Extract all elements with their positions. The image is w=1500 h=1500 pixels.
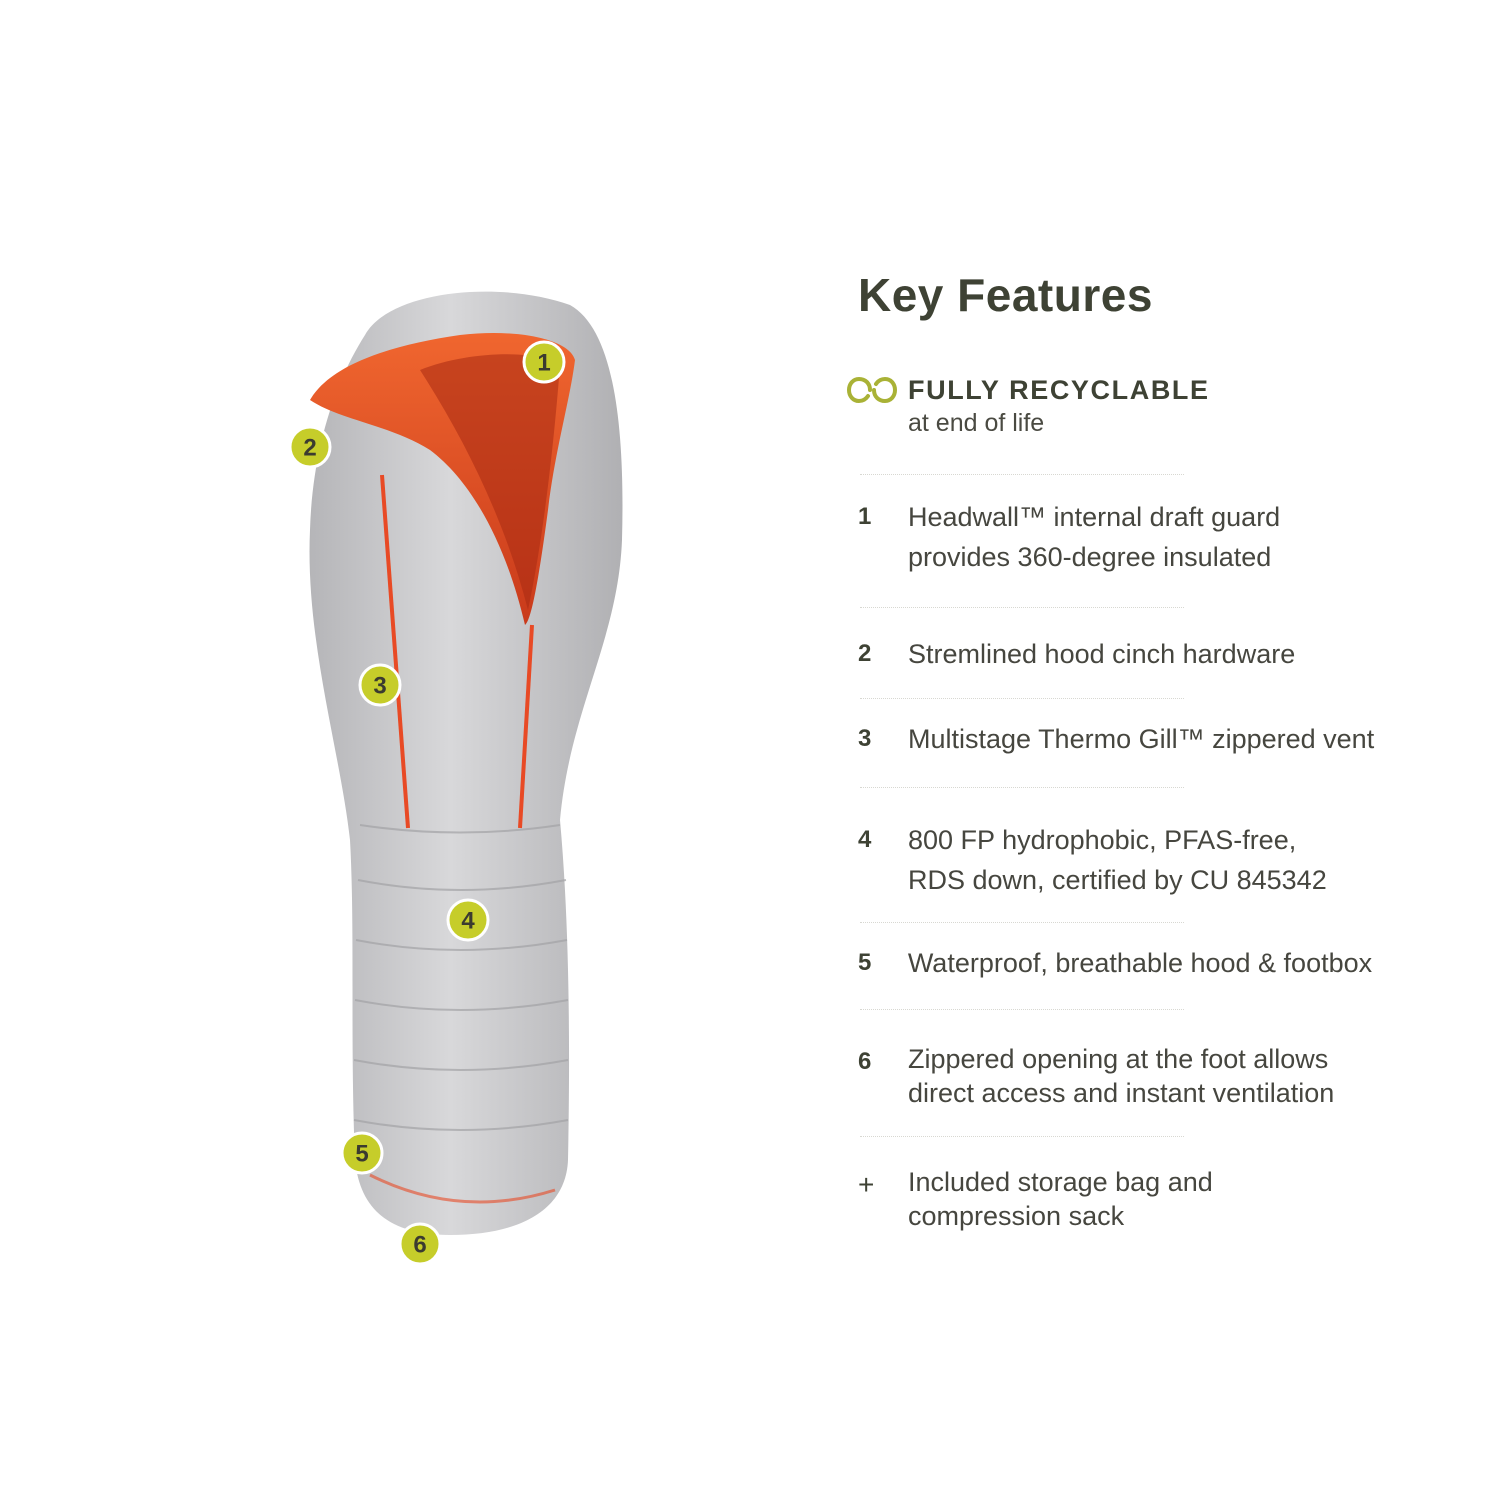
- feature-number: 6: [858, 1048, 872, 1075]
- feature-number: 4: [858, 826, 872, 853]
- feature-number: 1: [858, 503, 872, 530]
- callout-6: 6: [398, 1222, 442, 1266]
- center-zip: [518, 624, 534, 829]
- feature-line: provides 360-degree insulated: [908, 542, 1272, 572]
- recyclable-title: FULLY RECYCLABLE: [908, 375, 1210, 405]
- recyclable-row: FULLY RECYCLABLE at end of life: [846, 374, 1446, 440]
- sleeping-bag-illustration: 1 2 3 4 5 6: [288, 291, 623, 1266]
- feature-line: compression sack: [908, 1201, 1125, 1231]
- divider: [860, 922, 1184, 923]
- divider: [860, 698, 1184, 699]
- feature-number: 3: [858, 725, 872, 752]
- feature-item-5: 5 Waterproof, breathable hood & footbox: [858, 943, 1446, 983]
- feature-line: Stremlined hood cinch hardware: [908, 639, 1296, 669]
- svg-text:4: 4: [461, 908, 475, 935]
- sleeping-bag-image: 1 2 3 4 5 6: [270, 280, 660, 1280]
- feature-number: +: [858, 1169, 875, 1200]
- feature-number: 2: [858, 640, 872, 667]
- callout-3: 3: [358, 663, 402, 707]
- divider: [860, 1136, 1184, 1137]
- feature-line: RDS down, certified by CU 845342: [908, 865, 1327, 895]
- feature-line: 800 FP hydrophobic, PFAS-free,: [908, 825, 1297, 855]
- features-panel: Key Features FULLY RECYCLABLE at end of …: [846, 268, 1446, 1233]
- baffle-lines: [353, 824, 569, 1131]
- foot-accent: [369, 1173, 556, 1204]
- feature-list: 1 Headwall™ internal draft guard provide…: [846, 497, 1446, 1233]
- svg-text:2: 2: [303, 435, 316, 462]
- feature-line: Multistage Thermo Gill™ zippered vent: [908, 724, 1375, 754]
- feature-item-1: 1 Headwall™ internal draft guard provide…: [858, 497, 1446, 577]
- feature-line: Waterproof, breathable hood & footbox: [907, 948, 1373, 978]
- features-title: Key Features: [858, 269, 1153, 321]
- recycle-loop-icon: [846, 374, 898, 406]
- feature-item-3: 3 Multistage Thermo Gill™ zippered vent: [858, 719, 1446, 759]
- inner-cavity: [420, 354, 560, 610]
- feature-item-2: 2 Stremlined hood cinch hardware: [858, 634, 1446, 674]
- side-zip: [380, 474, 410, 829]
- feature-line: Zippered opening at the foot allows: [908, 1044, 1329, 1074]
- recyclable-subtitle: at end of life: [908, 409, 1045, 437]
- feature-item-4: 4 800 FP hydrophobic, PFAS-free, RDS dow…: [858, 820, 1446, 900]
- feature-number: 5: [858, 949, 872, 976]
- feature-item-6: 6 Zippered opening at the foot allows di…: [858, 1042, 1446, 1110]
- svg-text:5: 5: [355, 1141, 368, 1168]
- divider: [860, 474, 1184, 475]
- svg-text:3: 3: [373, 673, 386, 700]
- callout-4: 4: [446, 898, 490, 942]
- callout-5: 5: [340, 1131, 384, 1175]
- callout-2: 2: [288, 425, 332, 469]
- feature-line: Included storage bag and: [908, 1167, 1213, 1197]
- divider: [860, 1009, 1184, 1010]
- divider: [860, 787, 1184, 788]
- feature-line: direct access and instant ventilation: [908, 1078, 1335, 1108]
- svg-text:1: 1: [537, 350, 550, 377]
- divider: [860, 607, 1184, 608]
- svg-text:6: 6: [413, 1232, 426, 1259]
- feature-item-plus: + Included storage bag and compression s…: [858, 1165, 1446, 1233]
- callout-1: 1: [522, 340, 566, 384]
- feature-line: Headwall™ internal draft guard: [908, 502, 1281, 532]
